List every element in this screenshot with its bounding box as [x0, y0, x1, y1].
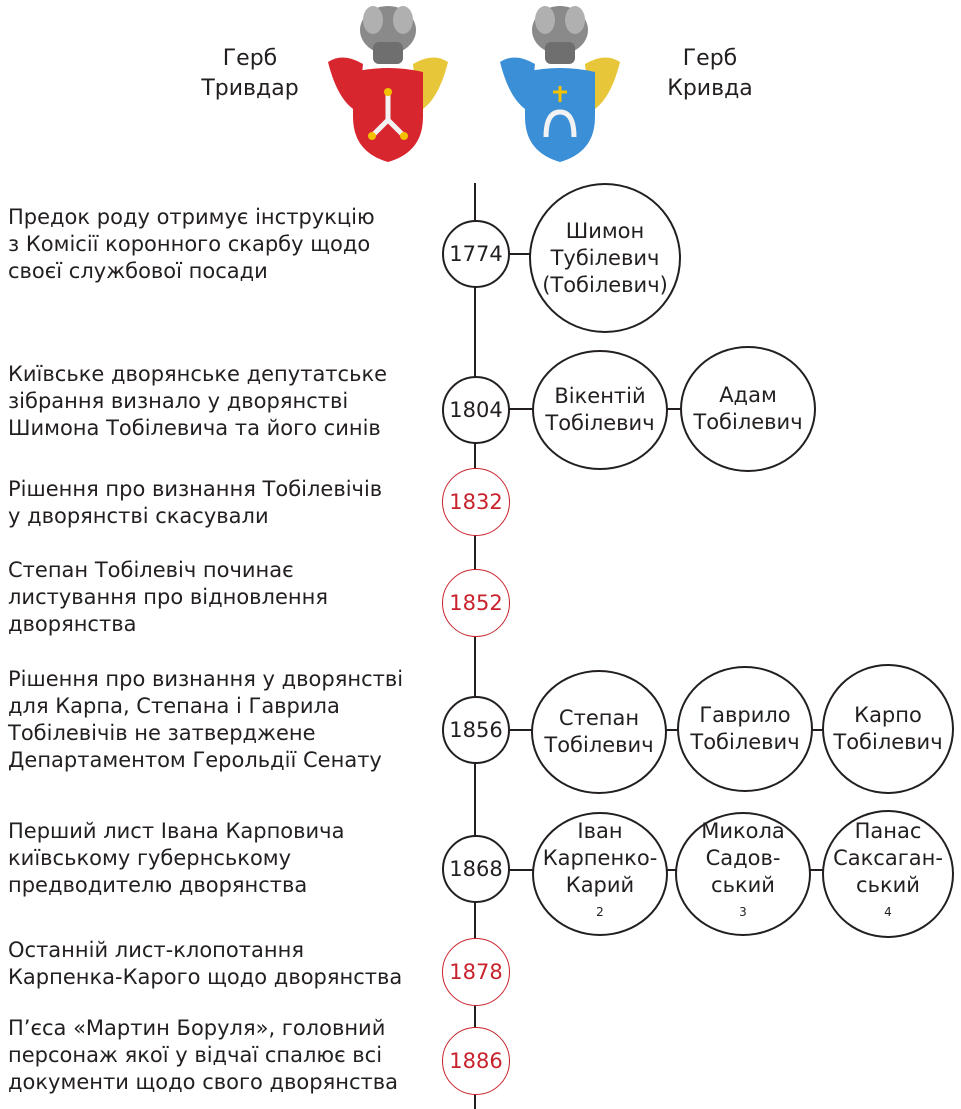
crest-label-kryvda: Герб Кривда: [667, 46, 753, 101]
event-description-1832: Рішення про визнання Тобілевічів у дворя…: [8, 477, 383, 528]
crest-label-tryvdar: Герб Тривдар: [201, 46, 299, 101]
coat-of-arms-tryvdar: [328, 6, 448, 162]
year-circle-1804: 1804: [442, 376, 510, 444]
person-circle-karpo: Карпо Тобілевич: [822, 664, 954, 794]
timeline-axis: [474, 183, 476, 1109]
event-description-1804: Київське дворянське депутатське зібрання…: [8, 362, 388, 440]
event-description-1878: Останній лист-клопотання Карпенка-Карого…: [8, 938, 403, 989]
person-circle-havrylo: Гаврило Тобілевич: [677, 666, 813, 792]
year-circle-1832: 1832: [442, 468, 510, 536]
person-circle-adam: Адам Тобілевич: [680, 346, 816, 472]
year-circle-1856: 1856: [442, 696, 510, 764]
footnote-marker: 2: [596, 904, 604, 919]
year-circle-1774: 1774: [442, 220, 510, 288]
event-description-1856: Рішення про визнання у дворянстві для Ка…: [8, 667, 404, 772]
person-circle-shymon: Шимон Тубілевич (Тобілевич): [529, 183, 681, 333]
person-circle-stepan: Степан Тобілевич: [531, 670, 667, 794]
event-description-1852: Степан Тобілевіч починає листування про …: [8, 558, 328, 636]
year-circle-1886: 1886: [442, 1027, 510, 1095]
event-description-1886: П’єса «Мартин Боруля», головний персонаж…: [8, 1016, 398, 1094]
coat-of-arms-kryvda: [500, 6, 620, 162]
event-description-1774: Предок роду отримує інструкцію з Комісії…: [8, 205, 375, 283]
person-circle-vikentiy: Вікентій Тобілевич: [532, 350, 668, 470]
event-description-1868: Перший лист Івана Карповича київському г…: [8, 819, 345, 897]
year-circle-1868: 1868: [442, 835, 510, 903]
footnote-marker: 3: [739, 904, 747, 919]
year-circle-1852: 1852: [442, 569, 510, 637]
year-circle-1878: 1878: [442, 938, 510, 1006]
footnote-marker: 4: [884, 904, 892, 919]
